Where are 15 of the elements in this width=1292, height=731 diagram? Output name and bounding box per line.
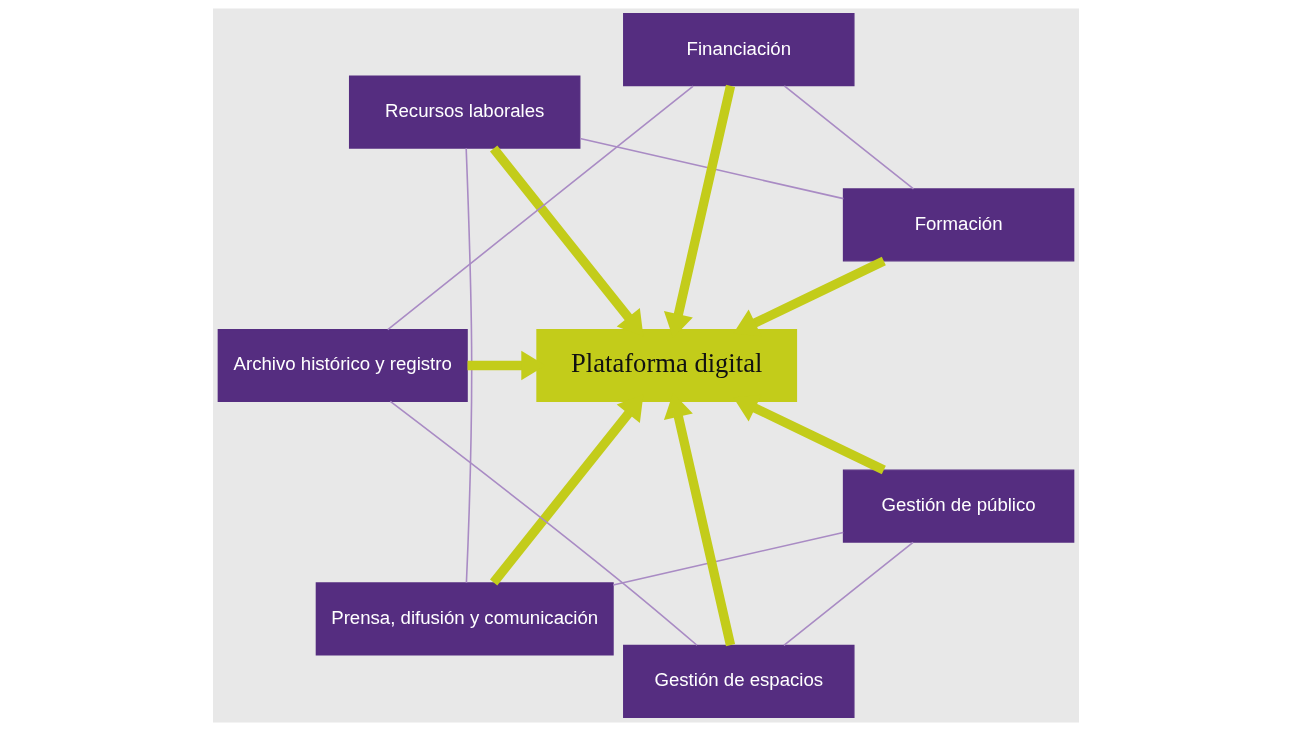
connector (389, 400, 698, 647)
connector (386, 85, 694, 331)
node-box: Prensa, difusión y comunicación (315, 582, 614, 656)
connector (465, 147, 473, 584)
node-box: Archivo histórico y registro (217, 328, 468, 403)
node-box: Gestión de público (842, 469, 1075, 543)
node-box: Gestión de espacios (623, 644, 855, 718)
node-box: Plataforma digital (536, 328, 798, 403)
node-box: Formación (842, 188, 1075, 262)
connector (783, 541, 914, 647)
connector (612, 531, 845, 586)
connector (783, 85, 915, 190)
node-box: Financiación (623, 13, 855, 87)
node-box: Recursos laborales (348, 75, 581, 149)
connector (579, 137, 845, 200)
